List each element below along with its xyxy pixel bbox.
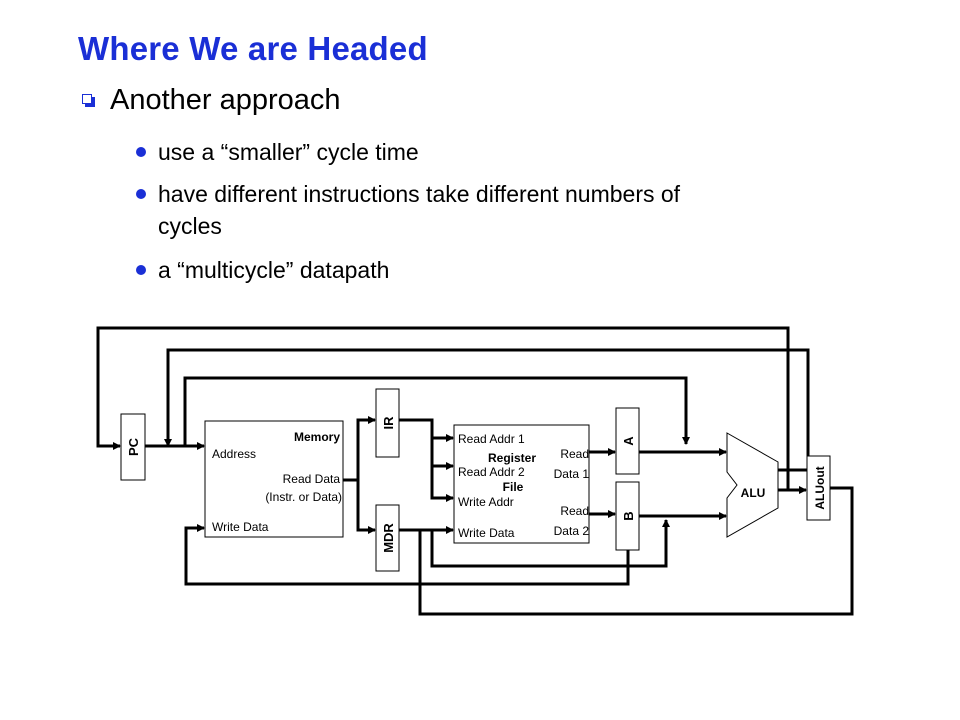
wire-mdr-loop (183, 376, 690, 446)
aluout-register (806, 455, 831, 521)
register-file (453, 424, 590, 544)
wire-aluout-loop-outer (96, 326, 790, 490)
sub-bullet-3: a “multicycle” datapath (136, 254, 389, 286)
sub-bullet-1: use a “smaller” cycle time (136, 136, 419, 168)
bullet-dot-icon (136, 189, 146, 199)
wire-memory-to-mdr (356, 480, 376, 534)
pc-register (120, 413, 146, 481)
wire-b-to-memory-writedata (184, 524, 630, 586)
aluout-label: ALUout (813, 466, 827, 509)
memory-read-data: Read Data (283, 472, 341, 486)
memory-write-data: Write Data (212, 520, 269, 534)
memory-block (204, 420, 344, 538)
sub-bullet-2: have different instructions take differe… (136, 178, 680, 242)
regfile-read-addr2: Read Addr 2 (458, 465, 525, 479)
sub-bullet-2-line-2: cycles (158, 213, 222, 239)
b-register (615, 481, 640, 551)
slide-title: Where We are Headed (78, 30, 428, 67)
ir-label: IR (381, 416, 396, 430)
wires (96, 326, 854, 616)
mdr-label: MDR (381, 523, 396, 553)
alu-label: ALU (741, 486, 766, 500)
square-bullet-icon (82, 93, 96, 108)
regfile-write-addr: Write Addr (458, 495, 514, 509)
a-register (615, 407, 640, 475)
a-label: A (621, 436, 636, 446)
bullet-dot-icon (136, 147, 146, 157)
sub-bullet-3-text: a “multicycle” datapath (158, 257, 390, 283)
memory-address: Address (212, 447, 256, 461)
wire-ir-to-writeaddr (430, 466, 454, 502)
regfile-title2: File (503, 480, 524, 494)
wire-ir-to-readaddr2 (430, 438, 454, 470)
alu-block (726, 432, 779, 538)
sub-bullet-2-line-1: have different instructions take differe… (158, 181, 681, 207)
regfile-title1: Register (488, 451, 536, 465)
regfile-read-data2b: Data 2 (554, 524, 590, 538)
wire-ir-to-readaddr1 (399, 418, 454, 442)
regfile-read-data2a: Read (560, 504, 589, 518)
pc-label: PC (126, 437, 141, 456)
wire-memory-to-ir (343, 416, 376, 482)
memory-title: Memory (294, 430, 340, 444)
regfile-read-data1a: Read (560, 447, 589, 461)
regfile-read-addr1: Read Addr 1 (458, 432, 525, 446)
regfile-read-data1b: Data 1 (554, 467, 590, 481)
bullet-dot-icon (136, 265, 146, 275)
wire-ir-loop-to-regfile (430, 519, 670, 568)
sub-bullet-1-text: use a “smaller” cycle time (158, 139, 419, 165)
mdr-register (375, 504, 400, 572)
main-bullet: Another approach (82, 84, 341, 117)
regfile-write-data: Write Data (458, 526, 515, 540)
b-label: B (621, 511, 636, 520)
memory-read-data-sub: (Instr. or Data) (265, 490, 342, 504)
wire-alu-to-pc (164, 348, 810, 472)
ir-register (375, 388, 400, 458)
main-bullet-text: Another approach (110, 84, 341, 116)
wire-aluout-feedback (418, 486, 854, 616)
